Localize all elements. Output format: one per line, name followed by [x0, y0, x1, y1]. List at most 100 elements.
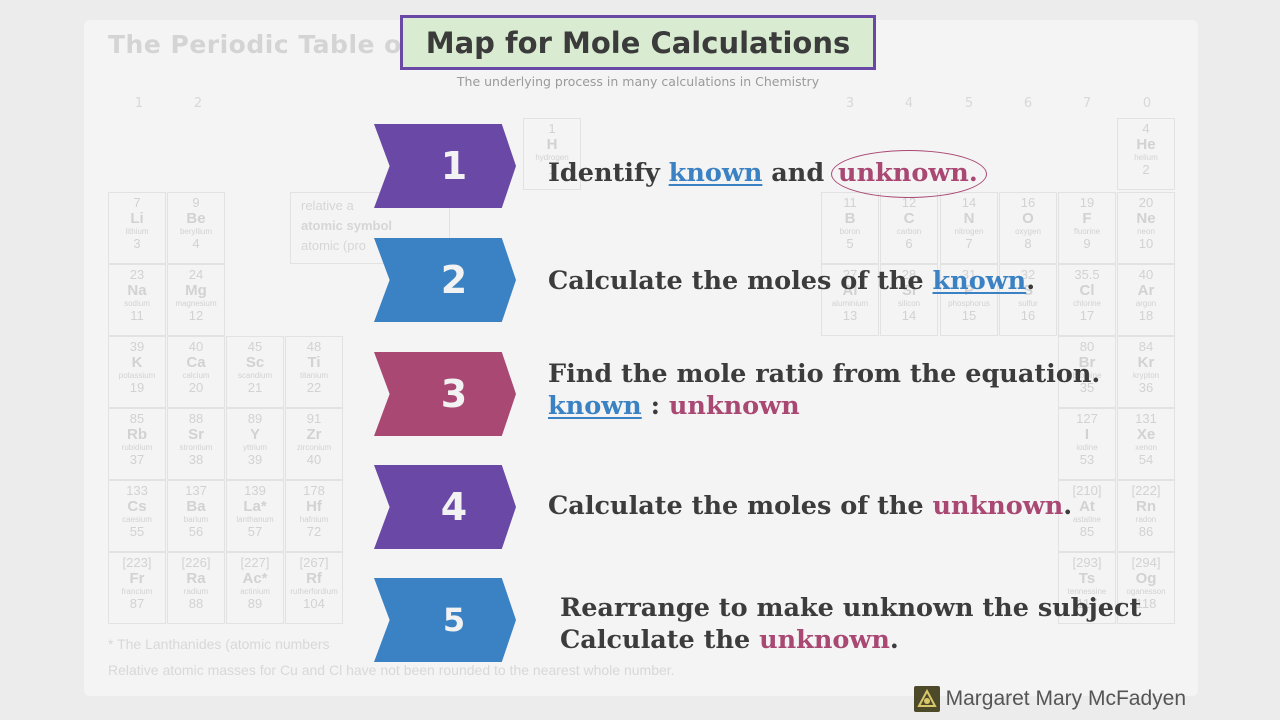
- element-cell-z: 13: [842, 308, 858, 323]
- element-cell-n: magnesium: [175, 299, 217, 308]
- step-3-text: Find the mole ratio from the equation. k…: [548, 358, 1100, 422]
- element-cell-s: K: [131, 354, 143, 371]
- group-label: 6: [1023, 96, 1033, 111]
- element-cell-s: Fr: [129, 570, 145, 587]
- element-cell-m: [293]: [1072, 555, 1102, 570]
- group-label: 3: [845, 96, 855, 111]
- step-4-unknown: unknown: [932, 491, 1064, 521]
- step-3-number: 3: [440, 372, 468, 416]
- element-cell-z: 17: [1079, 308, 1095, 323]
- author-name: Margaret Mary McFadyen: [945, 687, 1186, 710]
- step-1-unknown-circled: unknown.: [831, 150, 987, 198]
- element-cell-s: Ti: [307, 354, 321, 371]
- element-cell-z: 35: [1079, 380, 1095, 395]
- element-cell-s: Zr: [306, 426, 322, 443]
- element-cell-z: 1: [548, 162, 556, 177]
- element-cell-n: francium: [121, 587, 153, 596]
- step-5-line-2: Calculate the unknown.: [560, 624, 1141, 656]
- element-cell-n: phosphorus: [948, 299, 990, 308]
- element-cell-m: 139: [244, 483, 266, 498]
- element-cell-z: 55: [129, 524, 145, 539]
- element-cell-z: 8: [1024, 236, 1032, 251]
- element-cell-z: 19: [129, 380, 145, 395]
- element-cell-z: 7: [965, 236, 973, 251]
- element-cell-s: Rf: [306, 570, 322, 587]
- element-cell-z: 2: [1142, 162, 1150, 177]
- element-cell-z: 11: [130, 308, 144, 323]
- page-subtitle: The underlying process in many calculati…: [456, 74, 820, 89]
- element-cell-m: 32: [1020, 267, 1036, 282]
- element-cell-m: 1: [548, 121, 556, 136]
- element-cell-s: Y: [249, 426, 260, 443]
- element-cell-m: 131: [1135, 411, 1157, 426]
- element-cell-m: 24: [188, 267, 204, 282]
- element-cell-m: 7: [133, 195, 141, 210]
- element-cell-m: 40: [1138, 267, 1154, 282]
- step-3-separator: :: [641, 391, 669, 421]
- element-cell-m: 12: [901, 195, 917, 210]
- element-cell-n: xenon: [1135, 443, 1157, 452]
- element-cell-n: lithium: [125, 227, 149, 236]
- periodic-table-footnote-1: * The Lanthanides (atomic numbers: [108, 636, 330, 652]
- step-2-number: 2: [440, 258, 468, 302]
- element-cell-m: 20: [1138, 195, 1154, 210]
- element-cell-n: zirconium: [296, 443, 332, 452]
- element-cell-s: Mg: [185, 282, 207, 299]
- element-cell-s: Ac*: [242, 570, 268, 587]
- element-cell-s: Ba: [186, 498, 206, 515]
- element-cell-n: rutherfordium: [290, 587, 338, 596]
- step-5-chevron: 5: [374, 578, 516, 662]
- element-cell-z: 89: [247, 596, 263, 611]
- step-5-line-1: Rearrange to make unknown the subject: [560, 593, 1142, 623]
- step-2-text-a: Calculate the moles of the: [548, 266, 933, 296]
- element-cell-n: caesium: [122, 515, 152, 524]
- element-cell-n: sodium: [124, 299, 150, 308]
- element-cell-z: 117: [1076, 596, 1098, 611]
- step-3-unknown: unknown: [668, 391, 800, 421]
- element-cell-s: H: [546, 136, 558, 153]
- element-cell-s: B: [844, 210, 856, 227]
- element-cell-s: Rn: [1136, 498, 1156, 515]
- element-cell-m: 27: [842, 267, 858, 282]
- group-label: 1: [134, 96, 144, 111]
- element-cell-s: La*: [243, 498, 267, 515]
- element-cell-s: Sr: [188, 426, 204, 443]
- element-cell-m: 19: [1079, 195, 1095, 210]
- element-cell-n: helium: [1134, 153, 1158, 162]
- element-cell-m: 89: [247, 411, 263, 426]
- element-cell-s: S: [1022, 282, 1033, 299]
- element-cell-s: Cl: [1079, 282, 1095, 299]
- element-cell-n: argon: [1135, 299, 1157, 308]
- element-cell-n: yttrium: [243, 443, 267, 452]
- element-cell-m: 31: [961, 267, 977, 282]
- step-3-line-2: known : unknown: [548, 390, 1100, 422]
- element-cell-n: sulfur: [1018, 299, 1038, 308]
- element-cell-s: Kr: [1137, 354, 1155, 371]
- element-cell-n: titanium: [299, 371, 328, 380]
- page-title: Map for Mole Calculations: [425, 25, 851, 60]
- periodic-table-key: relative a atomic symbol atomic (pro: [290, 192, 450, 264]
- element-cell-m: 45: [247, 339, 263, 354]
- element-cell-s: Ra: [186, 570, 206, 587]
- group-label: 4: [904, 96, 914, 111]
- element-cell-s: Na: [127, 282, 147, 299]
- element-cell-m: 16: [1020, 195, 1036, 210]
- element-cell-m: 11: [843, 195, 857, 210]
- element-cell-s: O: [1022, 210, 1034, 227]
- step-3-chevron: 3: [374, 352, 516, 436]
